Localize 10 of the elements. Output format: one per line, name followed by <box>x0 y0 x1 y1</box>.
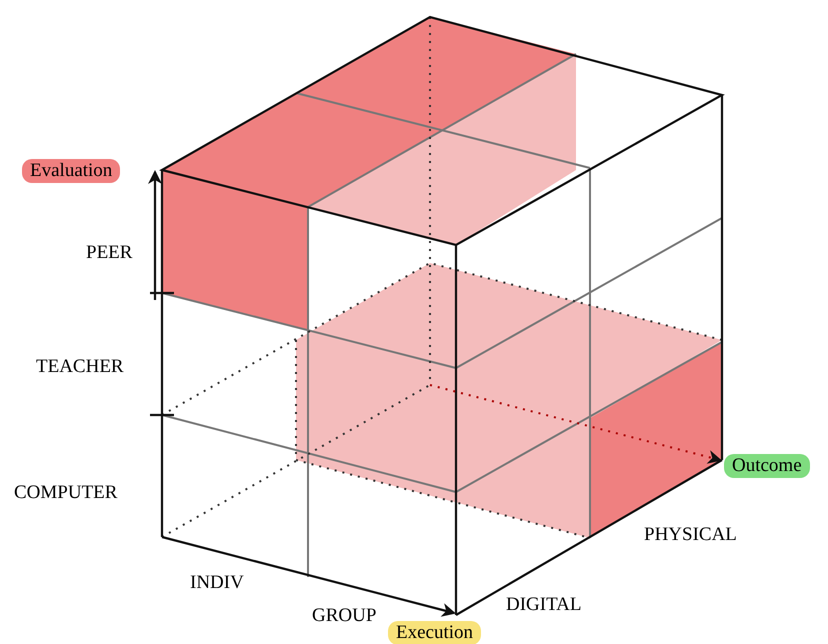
axis-label: Execution <box>388 621 482 644</box>
axis-tick-label: INDIV <box>190 572 244 594</box>
axis-tick-label: DIGITAL <box>506 594 582 616</box>
axis-tick-label: GROUP <box>312 605 376 627</box>
axis-tick-label: PHYSICAL <box>644 524 737 546</box>
axis-label: Evaluation <box>22 159 120 183</box>
axis-tick-label: COMPUTER <box>14 482 118 504</box>
axis-tick-label: PEER <box>86 242 132 264</box>
axis-tick-label: TEACHER <box>36 356 124 378</box>
axis-label: Outcome <box>724 454 810 478</box>
